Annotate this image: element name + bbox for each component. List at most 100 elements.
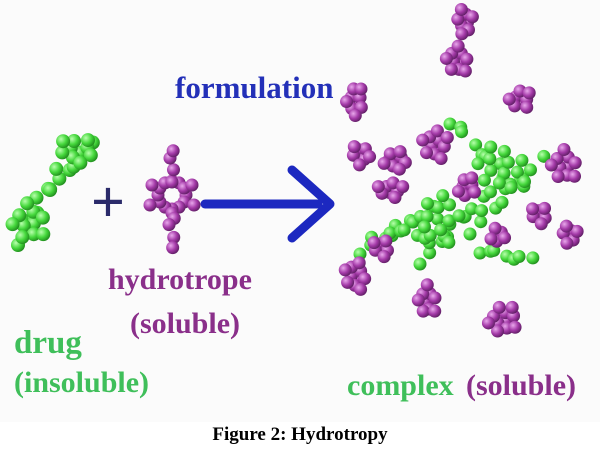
complex-hydrotrope-atom <box>354 82 368 96</box>
hydrotrope-atom <box>187 198 201 212</box>
complex-drug-atom <box>455 125 469 139</box>
complex-hydrotrope-atom <box>340 95 354 109</box>
drug-atom <box>43 183 57 197</box>
complex-hydrotrope-atom <box>491 324 505 338</box>
formulation-label: formulation <box>175 70 333 105</box>
complex-drug-atom <box>417 220 431 234</box>
complex-drug-atom <box>443 117 457 131</box>
drug-atom <box>35 210 50 225</box>
complex-state: (soluble) <box>466 369 576 402</box>
complex-hydrotrope-atom <box>434 151 448 165</box>
complex-hydrotrope-atom <box>354 282 368 296</box>
hydrotrope-atom <box>166 144 180 158</box>
complex-hydrotrope-atom <box>505 300 519 314</box>
complex-hydrotrope-atom <box>388 190 402 204</box>
complex-drug-atom <box>504 180 518 194</box>
drug-atom <box>5 217 20 232</box>
complex-hydrotrope-atom <box>358 272 372 286</box>
complex-hydrotrope-atom <box>544 158 558 172</box>
complex-drug-atom <box>463 227 477 241</box>
hydrotrope-label: hydrotrope <box>108 263 252 296</box>
complex-hydrotrope-atom <box>377 250 391 264</box>
complex-hydrotrope-atom <box>560 236 574 250</box>
complex-hydrotrope-atom <box>465 10 479 24</box>
complex-drug-atom <box>475 204 489 218</box>
hydrotrope-molecule <box>143 144 201 255</box>
complex-hydrotrope-atom <box>440 130 454 144</box>
complex-hydrotrope-atom <box>538 201 552 215</box>
complex-hydrotrope-atom <box>559 219 573 233</box>
complex-drug-atom <box>497 166 511 180</box>
complex-hydrotrope-atom <box>341 275 355 289</box>
hydrotrope-state: (soluble) <box>130 307 240 340</box>
complex-drug-atom <box>526 251 540 265</box>
complex-hydrotrope-atom <box>348 109 362 123</box>
drug-atom <box>20 196 35 211</box>
hydrotrope-atom <box>143 198 157 212</box>
complex-hydrotrope-atom <box>439 51 453 65</box>
plus-sign: + <box>91 169 125 235</box>
complex-hydrotrope-atom <box>430 124 444 138</box>
complex-drug-atom <box>510 165 524 179</box>
complex-hydrotrope-atom <box>451 184 465 198</box>
complex-hydrotrope-atom <box>492 300 506 314</box>
complex-drug-atom <box>473 246 487 260</box>
complex-drug-atom <box>442 214 456 228</box>
complex-hydrotrope-atom <box>557 142 571 156</box>
complex-hydrotrope-atom <box>454 2 468 16</box>
complex-hydrotrope-atom <box>488 221 502 235</box>
complex-hydrotrope-atom <box>420 278 434 292</box>
complex-drug-atom <box>537 149 551 163</box>
complex-drug-atom <box>442 235 456 249</box>
drug-atom <box>56 134 71 149</box>
drug-atom <box>80 133 95 148</box>
complex-drug-atom <box>497 144 511 158</box>
complex-hydrotrope-atom <box>392 162 406 176</box>
hydrotrope-atom <box>165 175 179 189</box>
drug-atom <box>67 134 82 149</box>
complex-cluster <box>338 2 584 338</box>
complex-hydrotrope-atom <box>458 64 472 78</box>
complex-drug-atom <box>423 246 437 260</box>
complex-hydrotrope-atom <box>420 146 434 160</box>
complex-hydrotrope-atom <box>551 169 565 183</box>
complex-hydrotrope-atom <box>353 158 367 172</box>
complex-hydrotrope-atom <box>455 27 469 41</box>
complex-hydrotrope-atom <box>526 202 540 216</box>
complex-hydrotrope-atom <box>465 171 479 185</box>
hydrotrope-atom <box>162 218 176 232</box>
complex-hydrotrope-atom <box>379 234 393 248</box>
drug-atom <box>55 145 70 160</box>
complex-hydrotrope-atom <box>367 236 381 250</box>
complex-hydrotrope-atom <box>568 169 582 183</box>
complex-hydrotrope-atom <box>468 185 482 199</box>
complex-drug-atom <box>469 138 483 152</box>
complex-drug-atom <box>484 163 498 177</box>
complex-drug-atom <box>436 189 450 203</box>
complex-hydrotrope-atom <box>383 147 397 161</box>
complex-drug-atom <box>477 173 491 187</box>
complex-hydrotrope-atom <box>338 263 352 277</box>
complex-drug-atom <box>492 176 506 190</box>
complex-drug-atom <box>452 209 466 223</box>
complex-drug-atom <box>483 152 497 166</box>
hydrotrope-atom <box>166 163 180 177</box>
complex-hydrotrope-atom <box>371 180 385 194</box>
hydrotrope-atom <box>167 230 181 244</box>
complex-hydrotrope-atom <box>570 224 584 238</box>
complex-hydrotrope-atom <box>522 86 536 100</box>
complex-hydrotrope-atom <box>352 256 366 270</box>
hydrotrope-atom <box>145 178 159 192</box>
complex-drug-atom <box>501 155 515 169</box>
complex-hydrotrope-atom <box>396 180 410 194</box>
drug-atom <box>73 155 88 170</box>
drug-molecule <box>5 133 100 252</box>
reaction-arrow <box>200 165 335 243</box>
hydrotropy-diagram: + formulation hydrotrope (soluble) drug … <box>5 2 584 402</box>
drug-state: (insoluble) <box>14 366 149 399</box>
complex-hydrotrope-atom <box>502 92 516 106</box>
complex-drug-atom <box>434 223 448 237</box>
complex-hydrotrope-atom <box>393 145 407 159</box>
hydrotrope-atom <box>185 178 199 192</box>
